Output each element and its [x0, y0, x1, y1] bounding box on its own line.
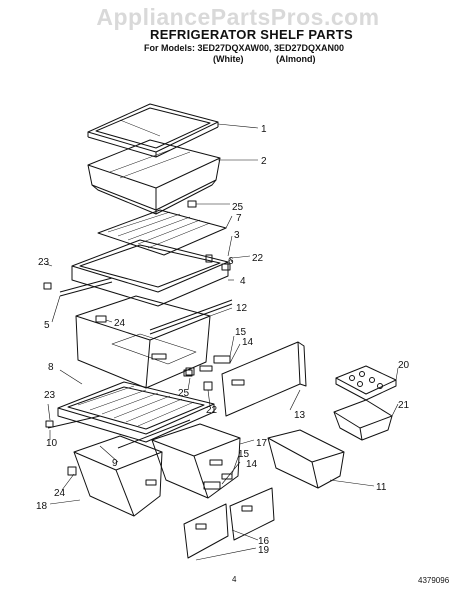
- callout-14-lower: 14: [246, 459, 258, 470]
- callout-17: 17: [256, 438, 268, 449]
- part-21-egg-bin: [333, 399, 393, 441]
- callout-24-lower: 24: [54, 488, 66, 499]
- callout-6: 6: [228, 256, 234, 267]
- part-16-drawer-front-lower-a: [183, 503, 229, 559]
- part-4-shelf-frame: [59, 239, 233, 335]
- part-13-drawer-front-upper: [221, 341, 307, 417]
- callout-20: 20: [398, 360, 410, 371]
- callout-7: 7: [236, 213, 242, 224]
- part-2-tray: [87, 139, 221, 215]
- callout-5: 5: [44, 320, 50, 331]
- part-20-egg-tray: [335, 365, 397, 401]
- page-number: 4: [232, 575, 237, 584]
- part-1-glass-shelf: [87, 103, 219, 158]
- part-17-lower-bin-right: [151, 423, 241, 499]
- callout-9: 9: [112, 458, 118, 469]
- part-11-door-bin: [267, 429, 345, 489]
- callout-2: 2: [261, 156, 267, 167]
- callout-22-upper: 22: [252, 253, 264, 264]
- callout-23-lower: 23: [44, 390, 56, 401]
- variant-almond: (Almond): [276, 54, 316, 64]
- callout-10: 10: [46, 438, 58, 449]
- callout-22-lower: 22: [206, 405, 218, 416]
- callout-15-lower: 15: [238, 449, 250, 460]
- part-25-clip-upper: [187, 200, 230, 208]
- callout-3: 3: [234, 230, 240, 241]
- fasteners: [43, 263, 231, 476]
- part-14-15-brackets-upper: [183, 355, 231, 391]
- callout-14-upper: 14: [242, 337, 254, 348]
- callout-8: 8: [48, 362, 54, 373]
- part-8-lower-shelf: [47, 381, 215, 449]
- callout-23-upper: 23: [38, 257, 50, 268]
- document-number: 4379096: [418, 576, 450, 585]
- variant-white: (White): [213, 54, 244, 64]
- callout-labels: 1 2 25 7 3 22 23 6 4 5 24 12 15 14 8 20 …: [36, 124, 410, 556]
- callout-25-lower: 25: [178, 388, 190, 399]
- leader-lines: [45, 123, 399, 561]
- watermark: AppliancePartsPros.com: [96, 4, 380, 30]
- callout-21: 21: [398, 400, 410, 411]
- callout-25-upper: 25: [232, 202, 244, 213]
- part-14-15-brackets-lower: [203, 473, 233, 490]
- callout-13: 13: [294, 410, 306, 421]
- model-numbers: For Models: 3ED27DQXAW00, 3ED27DQXAN00: [144, 43, 345, 53]
- callout-18: 18: [36, 501, 48, 512]
- part-19-drawer-front-lower-b: [229, 487, 275, 541]
- callout-11: 11: [376, 482, 387, 493]
- callout-24-upper: 24: [114, 318, 126, 329]
- callout-12: 12: [236, 303, 248, 314]
- callout-15-upper: 15: [235, 327, 247, 338]
- part-12-drawer: [75, 295, 211, 389]
- callout-4: 4: [240, 276, 246, 287]
- part-18-lower-bin-left: [73, 435, 163, 517]
- callout-1: 1: [261, 124, 267, 135]
- callout-16: 16: [258, 536, 270, 547]
- callout-19: 19: [258, 545, 270, 556]
- diagram-title: REFRIGERATOR SHELF PARTS: [150, 27, 353, 42]
